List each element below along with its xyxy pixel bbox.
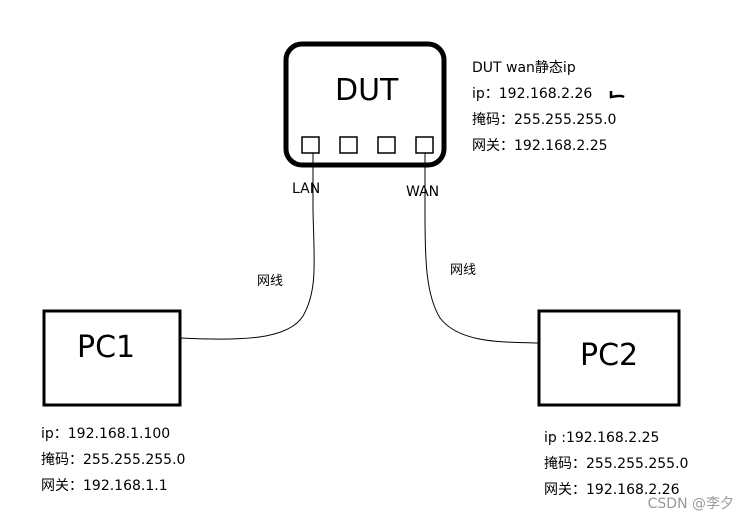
dut-label: DUT: [335, 73, 399, 108]
pc2-info-gateway: 网关：192.168.2.26: [544, 482, 680, 498]
pc1-info-mask: 掩码：255.255.255.0: [41, 452, 186, 468]
pc1-info-gateway: 网关：192.168.1.1: [41, 478, 168, 494]
watermark: CSDN @李夕: [647, 496, 734, 512]
dut-port-2: [339, 136, 358, 154]
dut-info-gateway: 网关：192.168.2.25: [472, 138, 608, 154]
dut-info: DUT wan静态ip ip：192.168.2.26 掩码：255.255.2…: [472, 55, 616, 159]
dut-info-mask: 掩码：255.255.255.0: [472, 112, 617, 128]
pc2-label: PC2: [580, 338, 639, 373]
stray-mark: [609, 91, 625, 99]
lan-port-label: LAN: [292, 181, 321, 197]
pc1-label: PC1: [77, 330, 136, 365]
pc2-box: [537, 309, 681, 407]
pc1-cable-label: 网线: [257, 274, 284, 289]
dut-port-3: [377, 136, 396, 154]
dut-info-ip: ip：192.168.2.26: [472, 86, 593, 102]
cable-wan-pc2: [424, 153, 540, 344]
pc1-info: ip：192.168.1.100 掩码：255.255.255.0 网关：192…: [41, 421, 185, 499]
pc2-info-ip: ip :192.168.2.25: [544, 430, 660, 446]
pc2-cable-label: 网线: [450, 263, 477, 278]
pc2-info-mask: 掩码：255.255.255.0: [544, 456, 689, 472]
dut-box: [283, 41, 447, 168]
pc1-box: [42, 309, 182, 407]
pc2-info: ip :192.168.2.25 掩码：255.255.255.0 网关：192…: [544, 425, 688, 503]
pc1-info-ip: ip：192.168.1.100: [41, 426, 171, 442]
dut-port-lan: [301, 136, 320, 154]
wan-port-label: WAN: [406, 184, 440, 200]
cable-lan-pc1: [180, 153, 315, 340]
dut-info-title: DUT wan静态ip: [472, 60, 576, 76]
